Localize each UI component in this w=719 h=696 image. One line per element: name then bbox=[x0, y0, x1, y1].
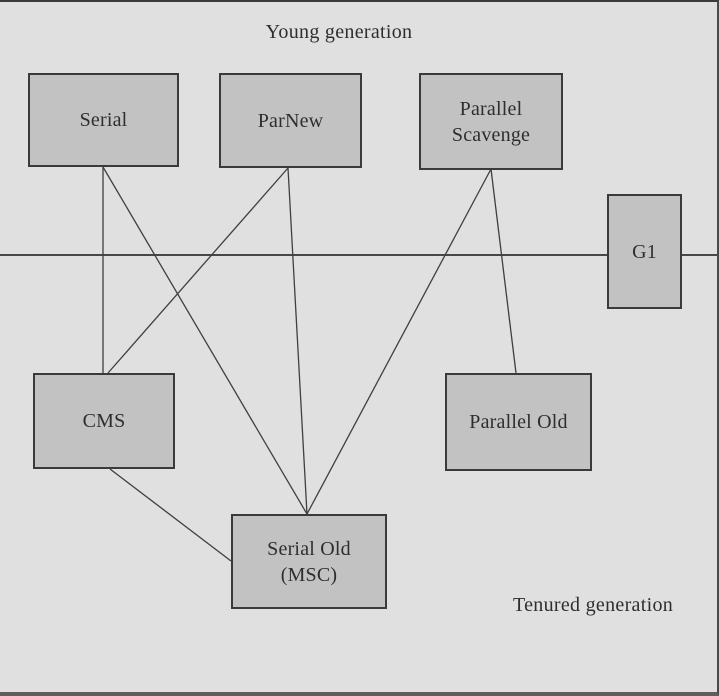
node-parallel-scavenge-box: Parallel Scavenge bbox=[419, 73, 563, 170]
edge-parallel-scavenge-parallel-old bbox=[490, 168, 517, 374]
node-label: Parallel bbox=[459, 97, 523, 120]
node-serial-box: Serial bbox=[28, 73, 179, 167]
node-serial-old-box: Serial Old (MSC) bbox=[231, 514, 387, 609]
node-parallel-old-box: Parallel Old bbox=[445, 373, 592, 471]
node-label: G1 bbox=[632, 240, 657, 263]
node-g1-box: G1 bbox=[607, 194, 682, 309]
node-cms-box: CMS bbox=[33, 373, 175, 469]
node-label-line2: Scavenge bbox=[451, 123, 531, 146]
node-label-line2: (MSC) bbox=[280, 563, 338, 586]
edge-parnew-cms bbox=[107, 167, 289, 374]
node-label: CMS bbox=[82, 410, 126, 432]
node-label: Serial Old bbox=[267, 537, 351, 560]
young-generation-label: Young generation bbox=[265, 21, 413, 43]
tenured-generation-label: Tenured generation bbox=[513, 594, 674, 616]
node-label: Parallel Old bbox=[469, 411, 568, 433]
node-parnew-box: ParNew bbox=[219, 73, 362, 168]
edge-cms-serial-old bbox=[109, 468, 232, 562]
node-label: Serial bbox=[79, 109, 128, 131]
edge-parnew-serial-old bbox=[287, 167, 308, 515]
node-label: ParNew bbox=[257, 109, 324, 132]
